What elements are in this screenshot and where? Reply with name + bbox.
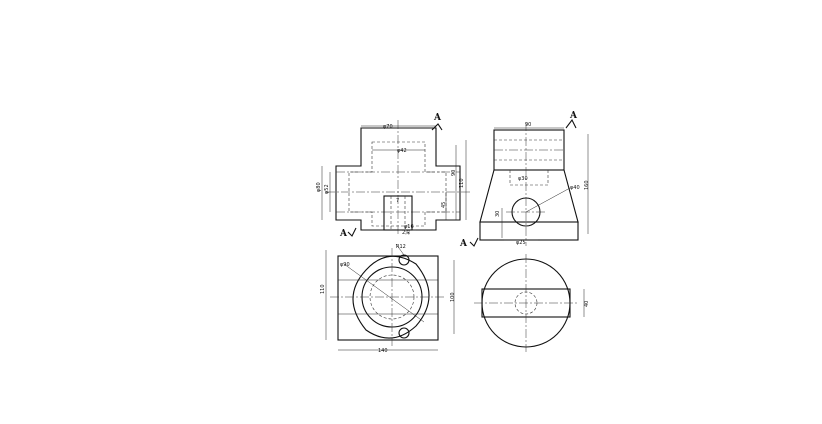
front-dim-top: φ70 [383,124,393,130]
side-dim-top: 90 [525,122,531,128]
section-mark-side-top: A [569,111,578,121]
side-dim-hole: φ30 [518,176,528,182]
section-mark-front-top: A [433,113,442,123]
section-mark-side-bottom: A [459,239,468,249]
side-dim-height: 160 [584,180,590,190]
side-dim-base-hole: φ25 [516,240,526,246]
bottom-right-view: 40 [474,254,590,352]
top-dim-diameter: φ90 [340,262,350,268]
top-dim-height-right: 100 [450,292,456,302]
front-dim-left-outer: φ80 [316,182,322,192]
front-dim-height-right: 110 [459,178,465,188]
bottom-right-dim-slot: 40 [584,301,590,307]
top-dim-radius: R12 [396,244,406,250]
top-dim-width: 140 [378,348,388,354]
top-view: φ90 R12 140 110 100 [320,243,456,354]
side-dim-base-offset: 30 [495,211,501,217]
top-dim-height-left: 110 [320,284,326,294]
front-dim-left-inner: φ52 [324,184,330,194]
side-view: 90 φ40 φ30 160 30 φ25 A A [459,111,590,249]
front-dim-slot: 7 [396,198,399,204]
front-dim-inner: φ42 [397,148,407,154]
front-dim-bottom-hole: φ16 [404,224,414,230]
front-dim-bottom-depth: 2深 [402,229,410,236]
front-dim-height-total: 90 [451,170,457,176]
section-mark-front-bottom: A [339,229,348,239]
front-view: φ70 φ42 90 110 45 φ80 φ52 7 φ16 2深 A A [316,113,470,239]
side-dim-bore: φ40 [570,185,580,191]
front-dim-height-lower: 45 [441,202,447,208]
